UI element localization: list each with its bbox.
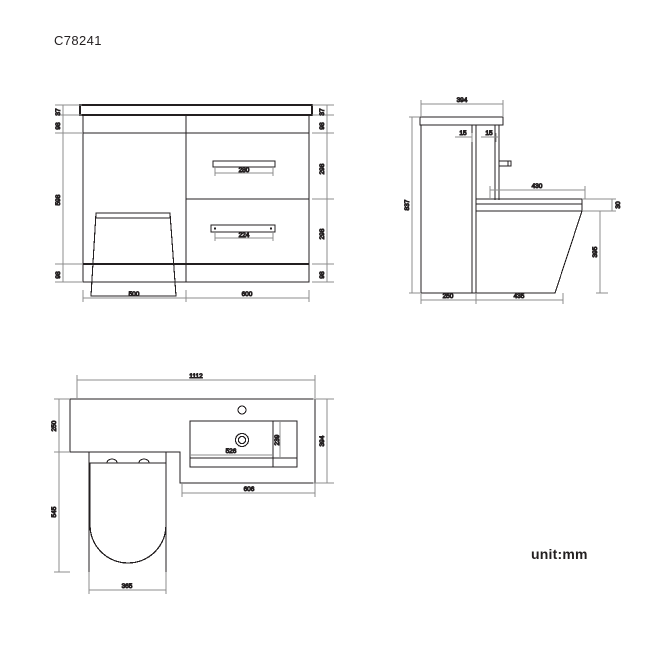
plan-right-dimensions [313, 398, 334, 484]
dim-plan-basin-bowl-width: 526 [226, 448, 237, 455]
plan-view: 1112 250 545 394 526 23 [51, 373, 334, 594]
plan-basin-dimensions [190, 421, 281, 458]
side-toilet-pan [476, 198, 583, 294]
dim-front-left-cabinet-height: 598 [55, 194, 62, 205]
dim-front-right-drawer-upper: 298 [319, 163, 326, 174]
side-pan-length-dimensions [489, 186, 586, 199]
dim-plan-toilet-width: 365 [122, 583, 133, 590]
dim-front-handle-lower: 224 [239, 232, 250, 239]
dim-front-left-worktop: 37 [55, 108, 62, 116]
dim-side-lip-thickness: 30 [615, 201, 622, 209]
side-elevation-view: 394 837 15 15 430 [404, 97, 623, 304]
dim-side-offset-left: 15 [459, 130, 467, 137]
plan-toilet-outline [88, 452, 167, 572]
side-lip-dimensions [582, 198, 616, 212]
plan-overall-width-dimensions [76, 375, 316, 398]
dim-side-overall-height: 837 [404, 199, 411, 210]
dim-plan-basin-width: 606 [244, 486, 255, 493]
side-pan-height-dimensions [596, 210, 608, 294]
unit-note-label: unit:mm [531, 546, 588, 562]
front-right-dimensions [312, 104, 334, 283]
plan-left-dimensions [54, 398, 70, 573]
dim-plan-basin-bowl-depth: 239 [274, 434, 281, 445]
dim-front-right-worktop: 37 [319, 108, 326, 116]
plan-basin-width-dimensions [181, 483, 316, 497]
dim-front-right-drawer-lower: 298 [319, 228, 326, 239]
side-base-dimensions [420, 293, 564, 304]
side-offset-dimensions [455, 133, 498, 142]
dim-front-right-upper-band: 98 [319, 122, 326, 130]
dim-plan-toilet-projection: 545 [51, 506, 58, 517]
front-left-dimensions [55, 104, 82, 283]
front-worktop [79, 104, 313, 116]
side-flush-plate-detail [494, 125, 512, 200]
dim-side-base-left: 250 [443, 293, 454, 300]
dim-front-right-plinth: 98 [319, 271, 326, 279]
dim-side-offset-right: 15 [485, 130, 493, 137]
front-lower-drawer-handle [210, 224, 276, 233]
plan-basin-outline [189, 420, 298, 468]
dim-front-width-right: 600 [242, 291, 253, 298]
front-elevation-view: 37 98 598 98 37 98 298 298 98 [55, 104, 334, 302]
side-height-dimensions [409, 116, 420, 294]
side-top-dimensions [420, 100, 504, 116]
front-toilet-pan [90, 212, 177, 297]
dim-front-width-left: 500 [129, 291, 140, 298]
dim-side-pan-length: 430 [532, 183, 543, 190]
dim-front-handle-upper: 280 [239, 167, 250, 174]
side-cabinet-body [420, 125, 477, 294]
dim-plan-depth-right: 394 [319, 435, 326, 446]
front-width-dimensions [82, 290, 310, 302]
dim-side-top-depth: 394 [457, 97, 468, 104]
front-upper-drawer-handle [212, 160, 276, 168]
dim-plan-overall-width: 1112 [189, 373, 203, 380]
plan-tap-hole-icon [237, 405, 247, 415]
page-title: C78241 [54, 33, 102, 48]
dim-side-base-right: 435 [514, 293, 525, 300]
dim-front-left-plinth: 98 [55, 271, 62, 279]
plan-waste-hole-icon [234, 432, 250, 448]
front-handle-dimensions [214, 167, 274, 241]
dim-side-pan-height: 395 [592, 246, 599, 257]
plan-toilet-width-dimensions [88, 572, 167, 594]
dim-front-left-upper-band: 98 [55, 122, 62, 130]
side-worktop [419, 116, 504, 126]
dim-plan-depth-left: 250 [51, 420, 58, 431]
